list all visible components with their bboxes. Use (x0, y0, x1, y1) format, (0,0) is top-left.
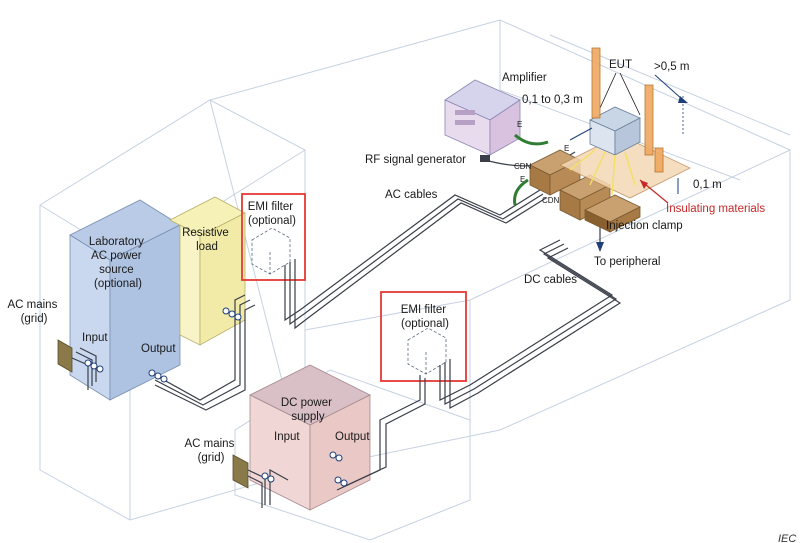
corner-mark: IEC (778, 533, 796, 543)
eut-label: EUT (609, 59, 632, 71)
cdn-1-label: CDN (514, 162, 532, 171)
e-label-1: E (517, 120, 522, 129)
emi-filter-1-highlight (241, 193, 306, 281)
distance-range-label: 0,1 to 0,3 m (522, 94, 583, 106)
cdn-2-label: CDN (542, 196, 560, 205)
emi-filter-2 (407, 327, 447, 375)
injection-clamp (584, 194, 641, 233)
injection-clamp-label: Injection clamp (606, 220, 683, 232)
amplifier (444, 79, 521, 156)
ac-mains-2-label: AC mains (grid) (184, 438, 237, 464)
emi-filter-1 (251, 227, 291, 275)
dc-cables-label: DC cables (524, 274, 577, 286)
ac-mains-plug-1 (57, 339, 73, 373)
eut (589, 106, 641, 156)
distance-far-label: >0,5 m (654, 61, 689, 73)
e-label-2: E (520, 175, 525, 184)
emi-filter-1-label: EMI filter (optional) (248, 201, 297, 227)
amplifier-label: Amplifier (502, 72, 547, 84)
insulating-materials-label: Insulating materials (666, 203, 765, 215)
connectors (84, 307, 348, 487)
rf-signal-connector (480, 155, 490, 162)
e-label-3: E (564, 144, 569, 153)
resistive-load (169, 196, 246, 346)
cdn-ground-lead (513, 178, 529, 206)
ac-mains-1-label: AC mains (grid) (7, 299, 60, 325)
to-peripheral-label: To peripheral (594, 256, 660, 268)
eut-cables (569, 149, 636, 196)
ac-mains-plug-2 (232, 454, 249, 489)
rf-signal-generator-label: RF signal generator (365, 154, 466, 166)
input-2-label: Input (274, 431, 300, 443)
dc-power-supply-label: DC power supply (281, 397, 335, 423)
eut-leader-lines (599, 72, 641, 116)
resistive-load-label: Resistive load (182, 227, 232, 253)
output-1-label: Output (141, 343, 176, 355)
distance-far-arrow (654, 74, 684, 101)
input-1-label: Input (82, 332, 108, 344)
insulating-supports (591, 47, 664, 173)
distance-far-arrowhead (678, 96, 688, 103)
distance-near-label: 0,1 m (693, 179, 722, 191)
emi-filter-2-highlight (380, 291, 467, 382)
distance-range-arrow (569, 127, 593, 141)
cables (71, 151, 622, 508)
output-2-label: Output (335, 431, 370, 443)
laboratory-ac-power-source (69, 199, 181, 401)
dc-power-supply (249, 364, 371, 511)
amplifier-ground-lead (514, 133, 549, 146)
ac-cables-label: AC cables (385, 189, 438, 201)
emi-filter-2-label: EMI filter (optional) (401, 304, 450, 330)
insulating-materials-arrowhead (640, 180, 648, 189)
lab-ac-source-label: Laboratory AC power source (optional) (89, 236, 147, 290)
